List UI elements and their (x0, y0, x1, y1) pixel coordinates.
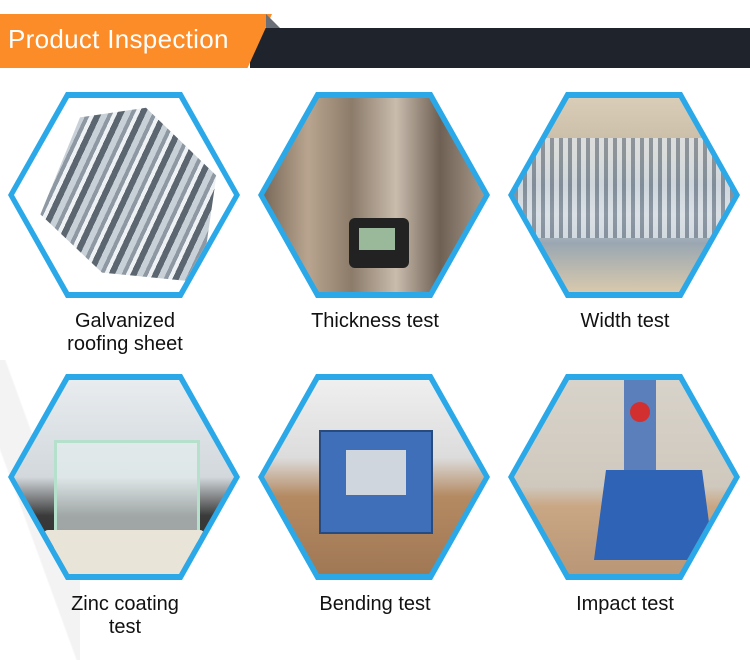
section-title: Product Inspection (8, 24, 229, 54)
caption-line: roofing sheet (67, 333, 183, 355)
card-caption: Zinc coating test (0, 593, 250, 639)
impact-tester-image (514, 380, 734, 574)
caption-line: test (108, 616, 142, 638)
caption-line: Bending test (319, 593, 431, 615)
galvanized-roofing-sheet-image (14, 98, 234, 292)
caption-line: Zinc coating (71, 593, 179, 615)
hexagon-frame (258, 92, 490, 298)
header-dark-bar (250, 28, 750, 68)
card-caption: Width test (500, 310, 750, 333)
caption-line: Galvanized (74, 310, 176, 332)
caption-line: Thickness test (311, 310, 439, 332)
hexagon-frame (8, 374, 240, 580)
section-header: Product Inspection (0, 14, 750, 70)
card-caption: Impact test (500, 593, 750, 616)
card-caption: Thickness test (250, 310, 500, 333)
hexagon-frame (8, 92, 240, 298)
card-caption: Bending test (250, 593, 500, 616)
card-caption: Galvanized roofing sheet (0, 310, 250, 356)
bending-tester-image (264, 380, 484, 574)
tape-measure-width-image (514, 98, 734, 292)
caption-line: Impact test (576, 593, 674, 615)
hexagon-frame (258, 374, 490, 580)
header-orange-tab (0, 14, 272, 68)
micrometer-thickness-image (264, 98, 484, 292)
caption-line: Width test (580, 310, 670, 332)
hexagon-frame (508, 92, 740, 298)
analytical-balance-image (14, 380, 234, 574)
hexagon-frame (508, 374, 740, 580)
